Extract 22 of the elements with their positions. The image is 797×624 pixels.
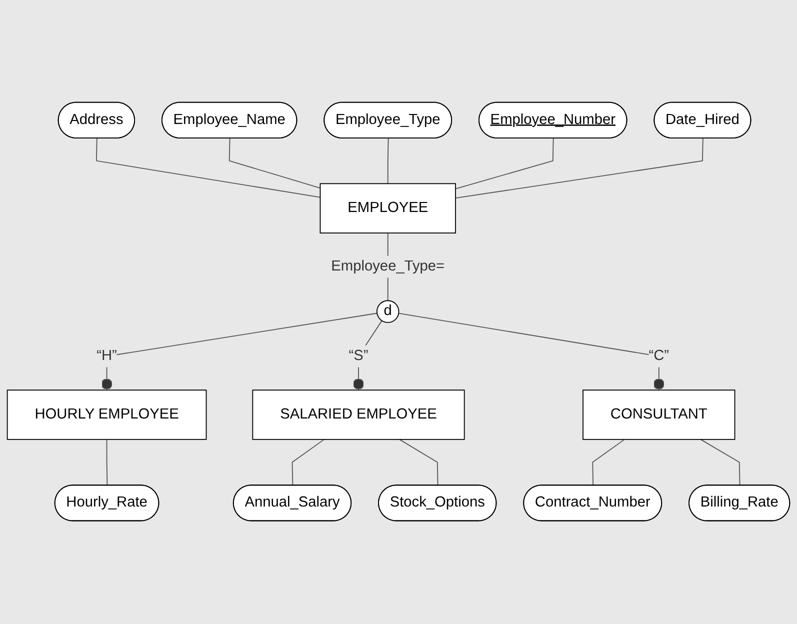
connector	[228, 138, 321, 189]
connector	[387, 138, 389, 185]
edge-label: “C”	[648, 348, 670, 364]
connector	[455, 138, 704, 200]
edge-label: “S”	[348, 348, 368, 364]
connector	[106, 439, 108, 486]
node-circle: d	[376, 300, 400, 324]
connector	[292, 439, 325, 486]
connector	[455, 138, 554, 190]
connector	[352, 320, 382, 391]
connector	[101, 313, 378, 391]
node-box: EMPLOYEE	[320, 184, 456, 234]
connector	[700, 439, 740, 486]
edge-label: “H”	[96, 348, 117, 364]
node-box: HOURLY EMPLOYEE	[6, 390, 207, 440]
connector	[398, 313, 664, 391]
node-box: CONSULTANT	[582, 390, 736, 440]
connector	[96, 138, 321, 198]
edge-label: Employee_Type=	[331, 259, 445, 275]
connector	[399, 439, 438, 486]
connector	[592, 439, 625, 486]
node-box: SALARIED EMPLOYEE	[252, 390, 465, 440]
